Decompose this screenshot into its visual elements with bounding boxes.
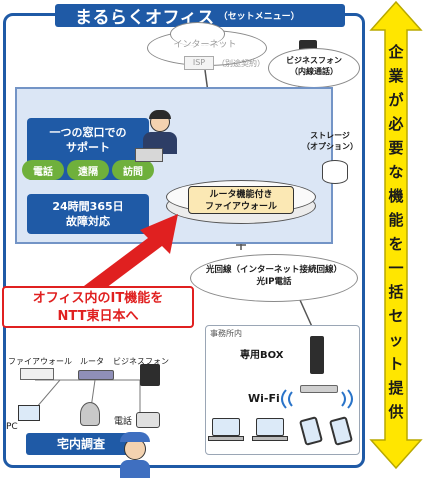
router-firewall-label: ルータ機能付き ファイアウォール xyxy=(188,186,294,214)
side-arrow-char: な xyxy=(388,163,404,181)
side-arrow-text: 企業が必要な機能を一括セット提供 xyxy=(378,40,414,424)
legacy-router-icon xyxy=(78,370,114,380)
side-arrow-char: 提 xyxy=(388,379,404,397)
wifi-signal-icon xyxy=(281,389,353,409)
internet-label: インターネット xyxy=(173,40,237,50)
callout-arrow-icon xyxy=(84,214,178,294)
legacy-pc-label: PC xyxy=(6,422,18,432)
legacy-firewall-icon xyxy=(20,368,54,380)
side-arrow-char: 括 xyxy=(388,283,404,301)
business-phone-top-line2: （内線通話） xyxy=(290,67,338,76)
support-pill-remote: 遠隔 xyxy=(67,160,109,180)
title-bar: まるらくオフィス （セットメニュー） xyxy=(55,4,345,28)
repair-support-box: 24時間365日 故障対応 xyxy=(27,194,149,234)
side-arrow-char: 機 xyxy=(388,187,404,205)
legacy-firewall-label: ファイアウォール xyxy=(8,357,72,366)
legacy-business-phone-icon xyxy=(140,364,160,386)
fiber-cloud xyxy=(190,254,358,302)
support-pill-visit: 訪問 xyxy=(112,160,154,180)
storage-icon xyxy=(322,160,348,184)
wifi-router-icon xyxy=(300,385,338,393)
operator-hair-icon xyxy=(149,110,171,119)
operator-laptop-icon xyxy=(135,148,163,162)
laptop-icon-1 xyxy=(212,418,240,436)
hours-line1: 24時間365日 xyxy=(52,200,124,213)
office-label: 事務所内 xyxy=(210,329,242,338)
business-phone-top-line1: ビジネスフォン xyxy=(286,56,342,65)
page-subtitle: （セットメニュー） xyxy=(218,12,300,22)
side-arrow-char: ト xyxy=(388,355,404,373)
router-line1: ルータ機能付き xyxy=(209,190,273,200)
internet-cloud-puff xyxy=(170,22,225,46)
storage-label: ストレージ （オプション） xyxy=(300,130,360,152)
technician-cap-icon xyxy=(120,432,150,442)
isp-box: ISP xyxy=(184,56,214,70)
callout-line1: オフィス内のIT機能を xyxy=(32,291,164,306)
fiber-line1: 光回線（インターネット接続回線） xyxy=(205,265,342,275)
side-arrow-char: が xyxy=(388,91,404,109)
it-outsourcing-callout: オフィス内のIT機能を NTT東日本へ xyxy=(2,286,194,328)
side-arrow-char: 能 xyxy=(388,211,404,229)
callout-line2: NTT東日本へ xyxy=(57,309,139,324)
isp-note: （別途契約） xyxy=(217,59,265,68)
laptop-icon-2 xyxy=(256,418,284,436)
side-arrow-char: 供 xyxy=(388,403,404,421)
side-arrow-char: 企 xyxy=(388,43,404,61)
fiber-line2: 光IP電話 xyxy=(256,277,292,287)
support-pill-phone: 電話 xyxy=(22,160,64,180)
laptop-base-2 xyxy=(252,436,288,441)
legacy-user-icon xyxy=(80,402,100,426)
page-title: まるらくオフィス xyxy=(75,8,215,28)
business-phone-top-label: ビジネスフォン （内線通話） xyxy=(272,55,356,77)
side-arrow-char: セ xyxy=(388,307,404,325)
legacy-business-phone-label: ビジネスフォン xyxy=(113,357,169,366)
legacy-phone-label: 電話 xyxy=(114,417,133,427)
dedicated-box-icon xyxy=(310,336,324,374)
side-arrow-char: 業 xyxy=(388,67,404,85)
support-line2: サポート xyxy=(66,141,110,154)
side-arrow-char: 必 xyxy=(388,115,404,133)
legacy-router-label: ルータ xyxy=(80,357,104,366)
side-arrow-char: 一 xyxy=(388,259,404,277)
business-phone-cloud xyxy=(268,48,360,88)
wifi-label: Wi-Fi xyxy=(248,392,280,405)
side-arrow-char: ッ xyxy=(388,331,404,349)
technician-body-icon xyxy=(120,460,150,478)
side-arrow xyxy=(369,0,423,470)
onsite-survey-label: 宅内調査 xyxy=(26,433,136,455)
laptop-base-1 xyxy=(208,436,244,441)
legacy-phone-icon xyxy=(136,412,160,428)
hours-line2: 故障対応 xyxy=(66,215,110,228)
side-arrow-char: を xyxy=(388,235,404,253)
storage-line2: （オプション） xyxy=(302,142,358,151)
dedicated-box-label: 専用BOX xyxy=(240,350,284,361)
router-line2: ファイアウォール xyxy=(204,202,277,212)
support-line1: 一つの窓口での xyxy=(49,126,127,139)
legacy-pc-icon xyxy=(18,405,40,421)
storage-line1: ストレージ xyxy=(310,131,350,140)
side-arrow-char: 要 xyxy=(388,139,404,157)
fiber-label: 光回線（インターネット接続回線） 光IP電話 xyxy=(196,264,352,288)
